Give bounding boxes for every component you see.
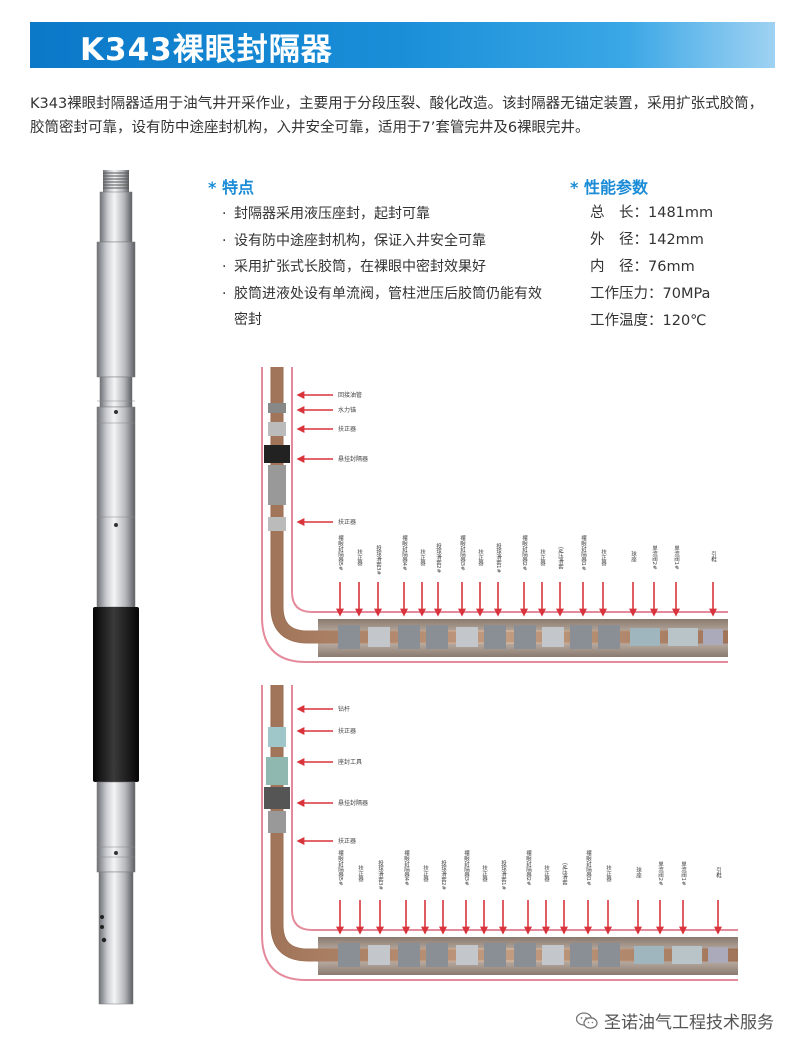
- label-vertical: 单流阀1#: [680, 860, 687, 886]
- setting-tool: [266, 757, 288, 785]
- hanger-packer-body: [268, 811, 286, 833]
- label-vertical: 裸眼封隔器5#: [337, 849, 344, 886]
- centralizer-tool: [268, 727, 286, 747]
- packer-tool-illustration: [93, 170, 139, 1005]
- label-vertical: 裸眼封隔器1#: [585, 849, 592, 886]
- middle-body: [96, 406, 136, 608]
- label-setting-tool: 座封工具: [338, 758, 362, 766]
- port-hole: [114, 851, 118, 855]
- label-vertical: 投球滑套3#: [375, 544, 382, 576]
- label-vertical: 单流阀1#: [673, 544, 680, 570]
- hanger-packer-body: [268, 465, 286, 505]
- label-vertical: 扶正器: [539, 548, 546, 567]
- param-row: 工作压力：70MPa: [590, 286, 711, 302]
- label-drillpipe: 钻杆: [338, 705, 350, 713]
- feature-item: 封隔器采用液压座封，起封可靠: [222, 201, 552, 228]
- params-table: 总 长：1481mm 外 径：142mm 内 径：76mm 工作压力：70MPa…: [590, 200, 713, 335]
- label-vertical: 裸眼封隔器3#: [463, 849, 470, 886]
- title-banner: K343裸眼封隔器: [30, 22, 775, 68]
- label-vertical: 裸眼封隔器4#: [403, 849, 410, 886]
- label-hanger: 悬挂封隔器: [338, 799, 368, 807]
- param-row: 外 径：142mm: [590, 232, 704, 248]
- label-centralizer: 扶正器: [338, 425, 356, 433]
- label-anchor: 水力锚: [338, 406, 356, 414]
- watermark: 圣诺油气工程技术服务: [576, 1008, 774, 1033]
- label-vertical: 扶正器: [357, 864, 364, 883]
- label-vertical: 扶正器: [419, 548, 426, 567]
- features-list: 封隔器采用液压座封，起封可靠 设有防中途座封机构，保证入井安全可靠 采用扩张式长…: [222, 201, 552, 334]
- label-vertical: 投球滑套2#: [435, 542, 442, 574]
- feature-item: 胶筒进液处设有单流阀，管柱泄压后胶筒仍能有效密封: [222, 281, 552, 334]
- label-vertical: 裸眼封隔器1#: [580, 534, 587, 571]
- label-vertical: 扶正器: [477, 548, 484, 567]
- port-hole: [101, 937, 107, 943]
- hanger-packer-tool: [264, 445, 290, 463]
- label-vertical: 单流阀2#: [657, 860, 664, 886]
- label-vertical: 引鞋: [710, 550, 717, 564]
- intro-paragraph: K343裸眼封隔器适用于油气井开采作业，主要用于分段压裂、酸化改造。该封隔器无锚…: [30, 96, 764, 136]
- label-vertical: 投球滑套2#: [440, 859, 447, 891]
- lower-body: [96, 781, 136, 873]
- param-row: 工作温度：120℃: [590, 313, 707, 329]
- anchor-tool: [268, 403, 286, 413]
- label-vertical: 定压滑套: [557, 546, 564, 571]
- label-tubing: 回接油管: [338, 391, 362, 399]
- upper-neck: [99, 376, 133, 408]
- label-vertical: 扶正器: [543, 864, 550, 883]
- label-vertical: 投球滑套1#: [500, 859, 507, 891]
- horizontal-tools: [338, 943, 728, 967]
- features-title: * 特点: [208, 178, 254, 197]
- top-arrows: [336, 582, 717, 617]
- label-vertical: 单流阀2#: [651, 544, 658, 570]
- label-vertical: 扶正器: [481, 864, 488, 883]
- rubber-element: [93, 607, 139, 782]
- label-centralizer: 扶正器: [338, 837, 356, 845]
- port-hole: [100, 915, 104, 919]
- string-diagram-2: 钻杆 扶正器 座封工具 悬挂封隔器 扶正器 裸眼封隔器5# 扶正器 投球滑套3#…: [261, 685, 738, 981]
- side-arrows: [296, 705, 333, 845]
- label-hanger: 悬挂封隔器: [338, 455, 368, 463]
- label-vertical: 球座: [635, 866, 642, 880]
- label-vertical: 投球滑套3#: [377, 859, 384, 891]
- upper-body: [96, 241, 136, 378]
- horizontal-tools: [338, 625, 723, 649]
- side-arrows: [296, 391, 333, 526]
- port-hole: [114, 523, 118, 527]
- label-vertical: 扶正器: [600, 548, 607, 567]
- label-vertical: 裸眼封隔器4#: [401, 534, 408, 571]
- label-vertical: 扶正器: [605, 864, 612, 883]
- param-row: 内 径：76mm: [590, 259, 695, 275]
- label-vertical: 裸眼封隔器3#: [459, 534, 466, 571]
- page-title: K343裸眼封隔器: [80, 32, 333, 68]
- params-title: * 性能参数: [570, 178, 648, 197]
- label-vertical: 扶正器: [356, 548, 363, 567]
- feature-item: 设有防中途座封机构，保证入井安全可靠: [222, 228, 552, 255]
- wechat-icon: [576, 1011, 598, 1029]
- upper-sub: [99, 191, 133, 243]
- centralizer-tool: [268, 422, 286, 436]
- port-hole: [100, 925, 104, 929]
- label-vertical: 定压滑套: [561, 862, 568, 887]
- watermark-text: 圣诺油气工程技术服务: [604, 1013, 774, 1033]
- port-hole: [114, 410, 118, 414]
- label-vertical: 扶正器: [422, 864, 429, 883]
- top-arrows: [336, 900, 722, 935]
- centralizer-tool: [268, 517, 286, 531]
- param-row: 总 长：1481mm: [590, 205, 714, 221]
- thread-lines: [103, 172, 129, 189]
- label-vertical: 裸眼封隔器5#: [337, 534, 344, 571]
- feature-item: 采用扩张式长胶筒，在裸眼中密封效果好: [222, 254, 552, 281]
- hanger-packer-tool: [264, 787, 290, 809]
- label-vertical: 投球滑套1#: [495, 542, 502, 574]
- label-vertical: 裸眼封隔器2#: [525, 849, 532, 886]
- label-vertical: 球座: [630, 550, 637, 564]
- label-vertical: 引鞋: [715, 866, 722, 880]
- label-centralizer: 扶正器: [338, 518, 356, 526]
- string-diagram-1: 回接油管 水力锚 扶正器 悬挂封隔器 扶正器 裸眼封隔器5# 扶正器 投球滑套3…: [261, 367, 728, 663]
- label-centralizer: 扶正器: [338, 727, 356, 735]
- label-vertical: 裸眼封隔器2#: [521, 534, 528, 571]
